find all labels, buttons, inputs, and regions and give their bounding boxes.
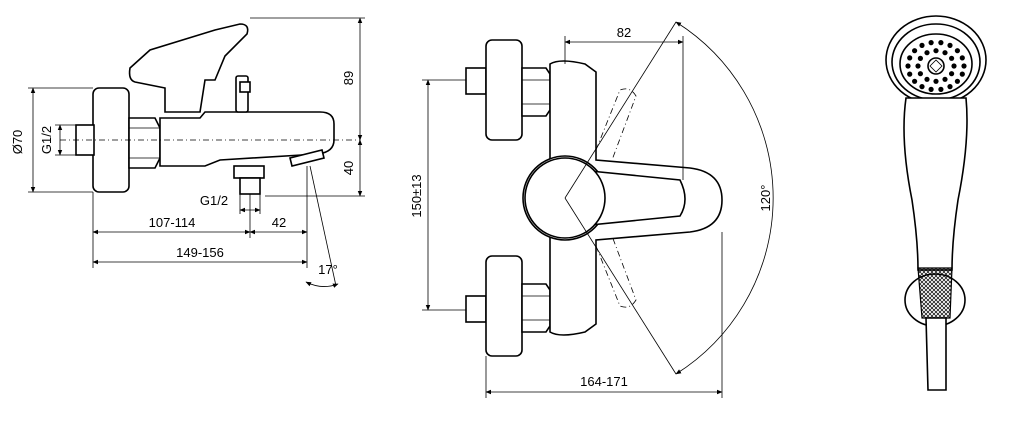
nozzle-dot <box>907 71 913 77</box>
top-nut <box>521 67 551 117</box>
nozzle-dot <box>933 48 939 54</box>
nozzle-dot <box>905 63 911 69</box>
nozzle-dot <box>912 48 918 54</box>
nozzle-dot <box>951 63 957 69</box>
nozzle-dot <box>915 63 921 69</box>
nozzle-dot <box>912 78 918 84</box>
top-flange <box>485 39 523 141</box>
shower-nozzles <box>905 40 967 92</box>
nozzle-dot <box>928 86 934 92</box>
dim-width-82: 82 <box>617 25 631 40</box>
front-view: 82 150±13 120° 164-171 <box>409 21 774 398</box>
nozzle-dot <box>954 48 961 54</box>
top-inlet-stub <box>465 67 487 95</box>
bottom-flange <box>485 255 523 357</box>
nozzle-dot <box>928 40 934 46</box>
nozzle-dot <box>919 84 925 90</box>
nozzle-dot <box>942 50 948 56</box>
dim-height-40: 40 <box>341 161 356 175</box>
mixer-handle <box>128 23 249 113</box>
diverter-cap <box>239 81 251 93</box>
side-view: Ø70 G1/2 89 40 G1/2 107-114 42 149-156 <box>10 17 365 288</box>
nozzle-dot <box>959 71 965 77</box>
nozzle-dot <box>949 55 955 61</box>
wall-flange <box>92 87 130 193</box>
nozzle-dot <box>938 86 944 92</box>
dim-width-164-171: 164-171 <box>580 374 628 389</box>
nozzle-dot <box>938 40 944 46</box>
dim-height-150: 150±13 <box>409 174 424 217</box>
bottom-inlet-stub <box>465 295 487 323</box>
dim-width-107-114: 107-114 <box>149 215 196 230</box>
nozzle-dot <box>947 84 953 90</box>
dim-height-89: 89 <box>341 71 356 85</box>
nozzle-dot <box>924 50 930 56</box>
shower-hose <box>925 317 947 391</box>
nozzle-dot <box>961 63 967 69</box>
nozzle-dot <box>907 55 913 61</box>
dim-g12-outlet: G1/2 <box>200 193 228 208</box>
nozzle-dot <box>959 55 965 61</box>
connection-nut <box>128 117 161 169</box>
spout-aerator <box>289 149 325 167</box>
hand-shower <box>885 15 987 391</box>
nozzle-dot <box>949 71 955 77</box>
nozzle-dot <box>954 78 961 84</box>
shower-outlet-thread <box>239 177 261 195</box>
shower-center-button <box>927 57 945 75</box>
nozzle-dot <box>919 42 925 49</box>
nozzle-dot <box>924 76 930 82</box>
nozzle-dot <box>933 78 939 84</box>
shower-outlet-nut <box>233 165 265 179</box>
shower-handle <box>903 97 968 271</box>
nozzle-dot <box>917 71 924 77</box>
dim-angle-120: 120° <box>758 185 773 212</box>
dim-angle-17: 17° <box>318 262 338 277</box>
dim-diameter-70: Ø70 <box>10 130 25 155</box>
nozzle-dot <box>942 76 948 82</box>
nozzle-dot <box>917 55 924 62</box>
nozzle-dot <box>947 42 953 49</box>
dim-width-149-156: 149-156 <box>176 245 224 260</box>
bottom-nut <box>521 283 551 333</box>
dim-width-42: 42 <box>272 215 286 230</box>
dim-g12-inlet: G1/2 <box>39 126 54 154</box>
hose-sleeve <box>917 267 953 319</box>
